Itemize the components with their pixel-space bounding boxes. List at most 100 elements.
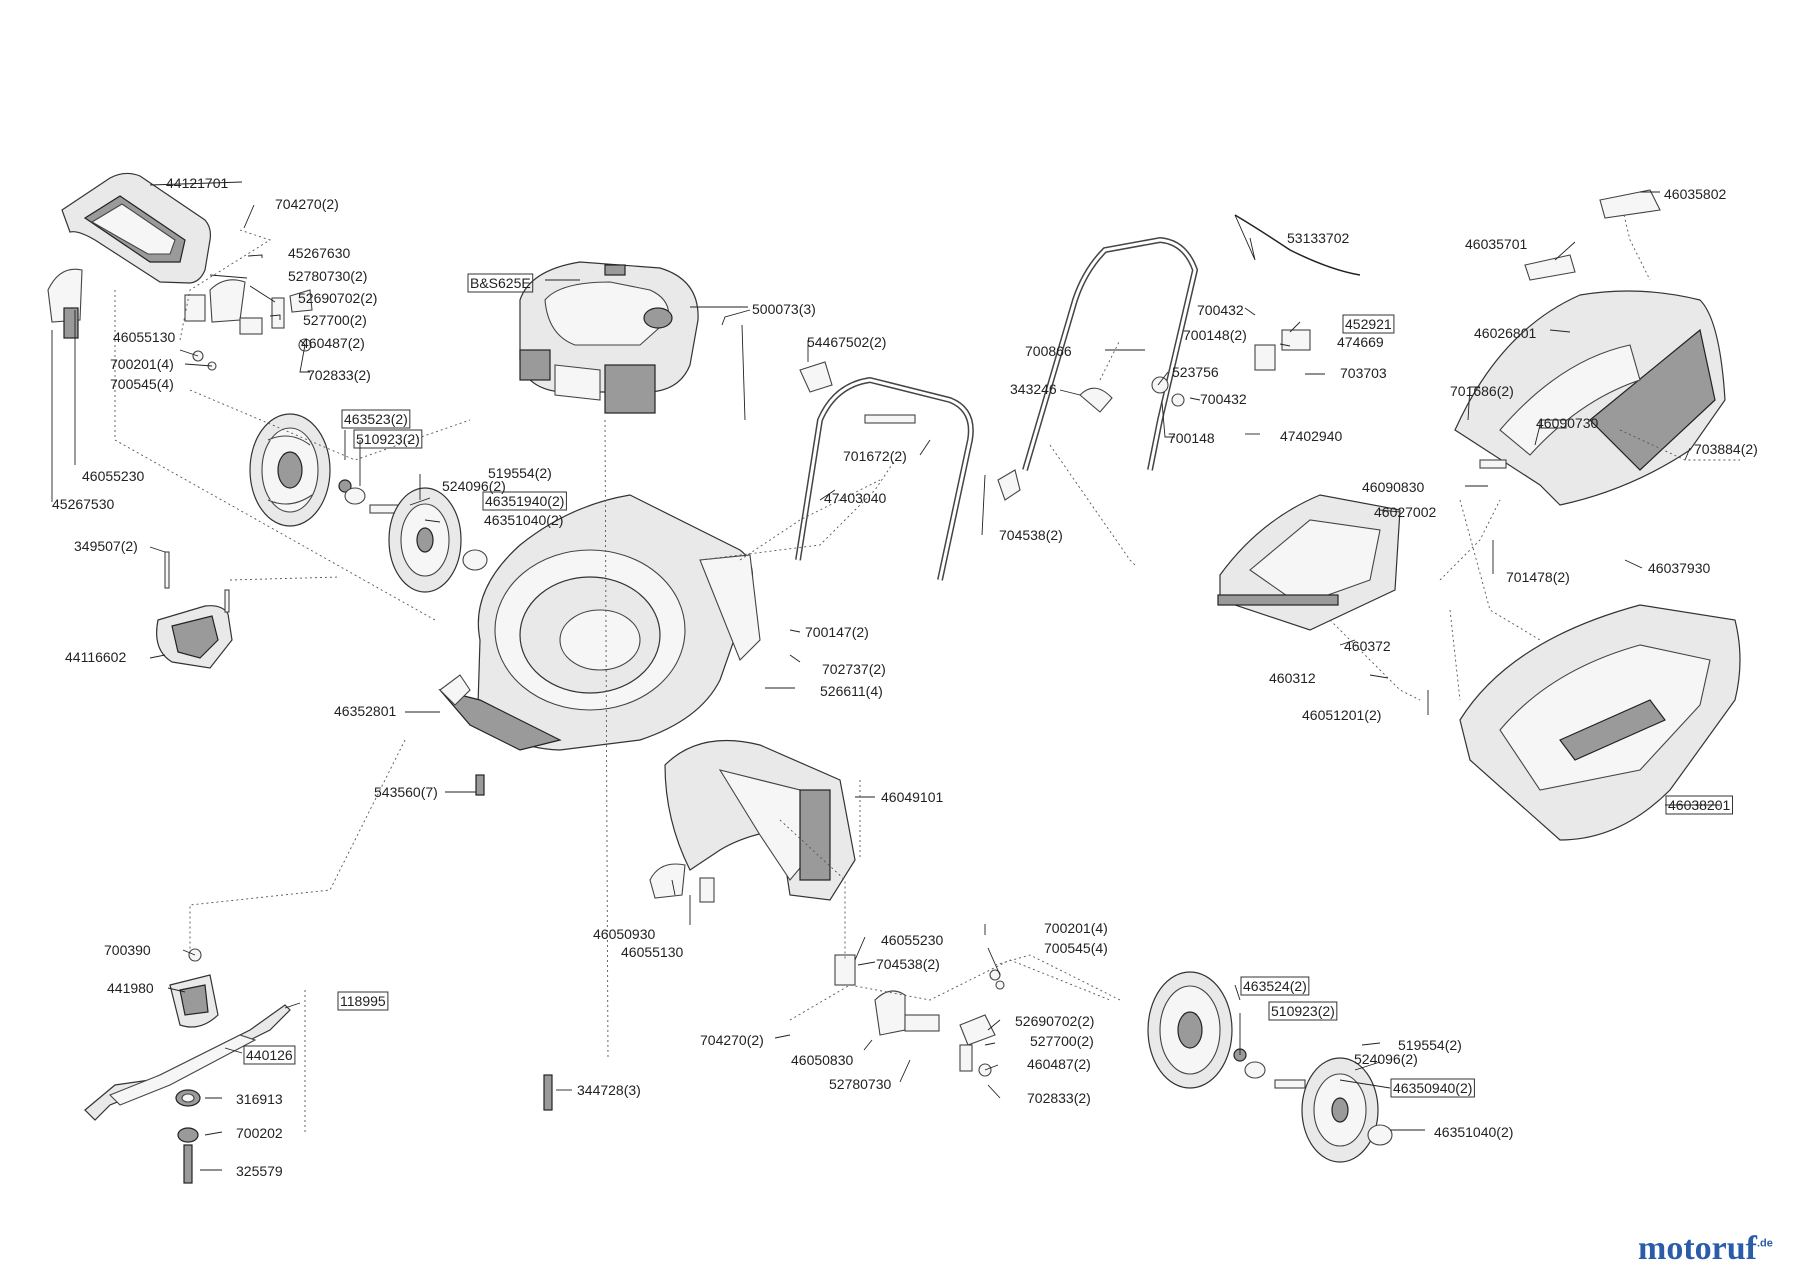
part-label-box — [353, 429, 423, 449]
part-label-l18: 46351940(2) — [482, 491, 567, 511]
part-number-text: 463524(2) — [1243, 978, 1307, 994]
part-label-l64: 700201(4) — [1044, 920, 1108, 936]
part-number-text: 703703 — [1340, 365, 1387, 381]
part-number-text: 46027002 — [1374, 504, 1437, 520]
part-label-l14: 463523(2) — [341, 409, 411, 429]
assembly-dashes — [114, 214, 1740, 1135]
part-number-text: 460372 — [1344, 638, 1391, 654]
part-label-l71: 46351040(2) — [1434, 1124, 1513, 1140]
part-label-l51: 703884(2) — [1694, 441, 1758, 457]
part-label-l07: 460487(2) — [301, 335, 365, 351]
part-label-l40: 523756 — [1172, 364, 1219, 380]
part-label-l41: 703703 — [1340, 365, 1387, 381]
part-label-l59: 46038201 — [1665, 795, 1734, 815]
part-label-l20: 46055230 — [82, 468, 145, 484]
part-number-text: 704538(2) — [876, 956, 940, 972]
upper-handle — [1022, 214, 1361, 471]
part-number-text: 316913 — [236, 1091, 283, 1107]
part-label-l29: 702737(2) — [822, 661, 886, 677]
part-number-text: 46050830 — [791, 1052, 854, 1068]
part-label-l26: 47403040 — [824, 490, 887, 506]
part-label-l24: 54467502(2) — [807, 334, 886, 350]
part-label-l02: 704270(2) — [275, 196, 339, 212]
part-number-text: 700432 — [1200, 391, 1247, 407]
part-label-l42: 343246 — [1010, 381, 1057, 397]
part-number-text: 46051201(2) — [1302, 707, 1381, 723]
part-number-text: 46352801 — [334, 703, 397, 719]
part-label-l73: 527700(2) — [1030, 1033, 1094, 1049]
motoruf-logo: motoruf.de — [1638, 1230, 1773, 1268]
front-cover — [156, 551, 233, 669]
part-label-l50: 46090730 — [1536, 415, 1599, 431]
part-number-text: 343246 — [1010, 381, 1057, 397]
part-number-text: 44121701 — [166, 175, 229, 191]
part-number-text: 510923(2) — [1271, 1003, 1335, 1019]
part-label-l74: 460487(2) — [1027, 1056, 1091, 1072]
part-number-text: 701478(2) — [1506, 569, 1570, 585]
engine-briggs — [519, 261, 699, 414]
part-label-l11: 702833(2) — [307, 367, 371, 383]
part-number-text: 527700(2) — [303, 312, 367, 328]
part-number-text: 704270(2) — [700, 1032, 764, 1048]
mower-deck — [438, 494, 761, 751]
part-label-l22: 349507(2) — [74, 538, 138, 554]
part-label-l58: 46051201(2) — [1302, 707, 1381, 723]
part-number-text: 45267530 — [52, 496, 115, 512]
part-number-text: 700202 — [236, 1125, 283, 1141]
part-label-l05: 52690702(2) — [298, 290, 377, 306]
part-label-box — [337, 991, 389, 1011]
rear-flap — [61, 172, 212, 284]
part-number-text: 54467502(2) — [807, 334, 886, 350]
grass-chute — [649, 739, 856, 903]
part-label-l69: 524096(2) — [1354, 1051, 1418, 1067]
part-label-l48: 46026801 — [1474, 325, 1537, 341]
blade-assembly — [84, 774, 553, 1184]
part-number-text: 543560(7) — [374, 784, 438, 800]
part-number-text: 46090730 — [1536, 415, 1599, 431]
part-label-l36: 452921 — [1342, 314, 1395, 334]
part-label-l16: 519554(2) — [488, 465, 552, 481]
part-number-text: 46037930 — [1648, 560, 1711, 576]
part-number-text: 702833(2) — [307, 367, 371, 383]
part-label-l43: 700432 — [1200, 391, 1247, 407]
part-number-text: 701672(2) — [843, 448, 907, 464]
part-label-l28: 700147(2) — [805, 624, 869, 640]
part-label-l01: 44121701 — [166, 175, 229, 191]
part-number-text: 46035802 — [1664, 186, 1727, 202]
left-rear-wheel — [249, 413, 488, 593]
part-label-l75: 702833(2) — [1027, 1090, 1091, 1106]
part-label-l79: 700390 — [104, 942, 151, 958]
part-label-l54: 701478(2) — [1506, 569, 1570, 585]
grass-box-top — [1454, 189, 1726, 506]
part-label-box — [1342, 314, 1395, 334]
part-number-text: 460487(2) — [301, 335, 365, 351]
part-number-text: 441980 — [107, 980, 154, 996]
part-label-l37: 700148(2) — [1183, 327, 1247, 343]
part-number-text: 703884(2) — [1694, 441, 1758, 457]
part-label-l04: 52780730(2) — [288, 268, 367, 284]
part-number-text: 474669 — [1337, 334, 1384, 350]
part-number-text: 500073(3) — [752, 301, 816, 317]
part-number-text: 52690702(2) — [298, 290, 377, 306]
part-label-l83: 316913 — [236, 1091, 283, 1107]
part-number-text: 46055230 — [881, 932, 944, 948]
part-number-text: 46090830 — [1362, 479, 1425, 495]
part-number-text: 44116602 — [65, 649, 126, 665]
part-number-text: 46351040(2) — [1434, 1124, 1513, 1140]
part-label-l31: 46352801 — [334, 703, 397, 719]
part-number-text: 524096(2) — [442, 478, 506, 494]
part-label-l63: 704538(2) — [876, 956, 940, 972]
part-number-text: 452921 — [1345, 316, 1392, 332]
part-label-l33: 46049101 — [881, 789, 944, 805]
right-rear-wheel — [1147, 971, 1393, 1163]
part-label-l72: 52690702(2) — [1015, 1013, 1094, 1029]
part-label-l08: 46055130 — [113, 329, 176, 345]
part-number-text: 700390 — [104, 942, 151, 958]
part-label-l53: 46027002 — [1374, 504, 1437, 520]
part-number-text: 701686(2) — [1450, 383, 1514, 399]
part-number-text: 46038201 — [1668, 797, 1731, 813]
part-number-text: 118995 — [340, 993, 386, 1009]
part-number-text: 52780730 — [829, 1076, 892, 1092]
part-label-l35: 700432 — [1197, 302, 1244, 318]
